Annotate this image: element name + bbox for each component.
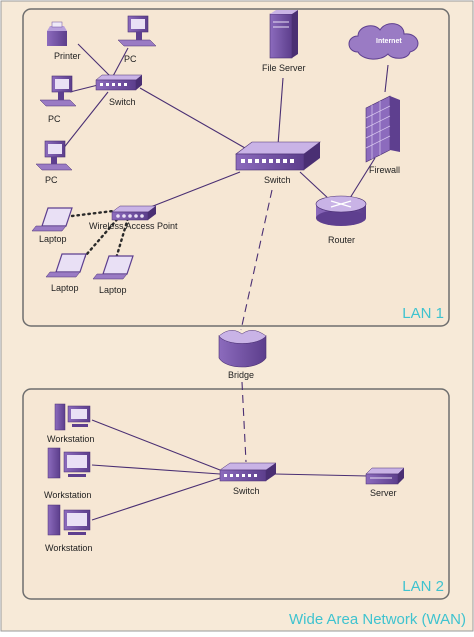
bridge-links (240, 189, 273, 463)
laptop-icon-3 (92, 255, 134, 280)
switch-small-icon (95, 74, 143, 91)
pc-bottom-label: PC (45, 175, 58, 185)
wireless-links (70, 209, 130, 264)
router-label: Router (328, 235, 355, 245)
link-ws1-switch (91, 419, 221, 471)
file-server-icon (269, 10, 298, 59)
pc-left-icon (39, 75, 77, 107)
lan2-links (91, 419, 369, 521)
bridge-icon (218, 330, 267, 368)
laptop-label-2: Laptop (51, 283, 79, 293)
server-label: Server (370, 488, 397, 498)
switch-lan2-label: Switch (233, 486, 260, 496)
pc-left-label: PC (48, 114, 61, 124)
wan-label: Wide Area Network (WAN) (289, 611, 466, 628)
workstation-icon-3 (47, 504, 91, 536)
link-pc-top-switch (111, 47, 129, 79)
lan2-panel (22, 388, 450, 600)
pc-top-icon (117, 15, 157, 47)
printer-label: Printer (54, 51, 81, 61)
laptop-icon-1 (31, 207, 73, 232)
link-switch-main-router (299, 171, 331, 201)
firewall-icon (365, 95, 400, 163)
workstation-icon-2 (47, 447, 91, 479)
link-ap-switch-main (147, 171, 241, 209)
link-printer-switch (77, 43, 113, 79)
link-router-firewall (349, 157, 376, 199)
switch-lan2-icon (219, 462, 277, 482)
link-firewall-internet (384, 64, 389, 93)
workstation-label-2: Workstation (44, 490, 91, 500)
pc-top-label: PC (124, 54, 137, 64)
printer-icon (47, 21, 67, 46)
lan1-links (61, 43, 389, 209)
laptop-label-3: Laptop (99, 285, 127, 295)
link-switch-server (274, 473, 369, 477)
router-icon (315, 195, 367, 226)
link-file-server-switch-main (277, 77, 284, 146)
laptop-icon-2 (45, 253, 87, 278)
link-switch-small-switch-main (139, 87, 246, 149)
internet-cloud-icon (348, 23, 419, 60)
link-ws3-switch (91, 477, 221, 521)
bridge-label: Bridge (228, 370, 254, 380)
link-pc-bottom-switch (61, 91, 109, 151)
workstation-label-3: Workstation (45, 543, 92, 553)
workstation-label-1: Workstation (47, 434, 94, 444)
lan2-label: LAN 2 (402, 578, 444, 595)
file-server-label: File Server (262, 63, 306, 73)
wireless-ap-icon (111, 205, 157, 221)
link-pc-left-switch (69, 84, 99, 93)
switch-small-label: Switch (109, 97, 136, 107)
firewall-label: Firewall (369, 165, 400, 175)
pc-bottom-icon (35, 140, 73, 171)
switch-main-label: Switch (264, 175, 291, 185)
server-icon (365, 467, 405, 485)
internet-label: Internet (376, 38, 402, 45)
link-ws2-switch (91, 464, 221, 475)
workstation-icon-1 (54, 403, 91, 431)
lan1-label: LAN 1 (402, 305, 444, 322)
laptop-label-1: Laptop (39, 234, 67, 244)
wireless-ap-label: Wireless Access Point (89, 221, 178, 231)
switch-main-icon (235, 141, 321, 171)
